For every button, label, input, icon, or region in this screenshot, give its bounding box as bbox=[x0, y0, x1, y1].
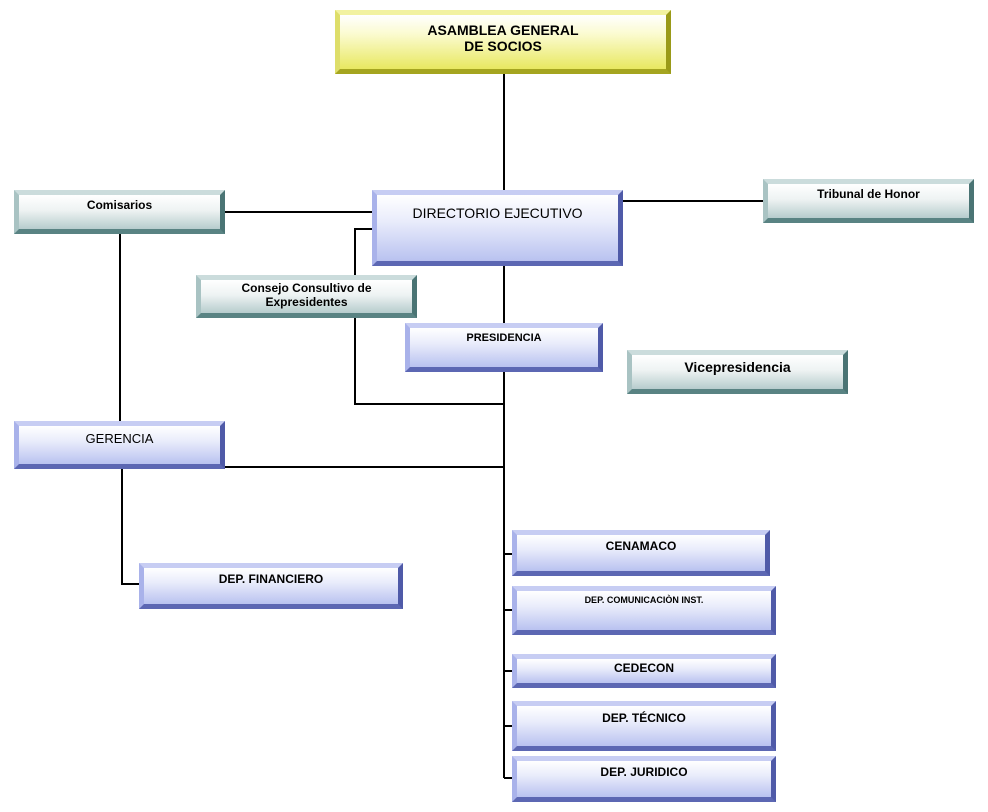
dep-financiero-box: DEP. FINANCIERO bbox=[139, 563, 403, 609]
cedecon-box: CEDECON bbox=[512, 654, 776, 688]
asamblea-general-box: ASAMBLEA GENERAL DE SOCIOS bbox=[335, 10, 671, 74]
comisarios-label: Comisarios bbox=[86, 198, 153, 212]
vicepresidencia-label: Vicepresidencia bbox=[684, 359, 791, 375]
vicepresidencia-box: Vicepresidencia bbox=[627, 350, 848, 394]
dep-tecnico-box: DEP. TÉCNICO bbox=[512, 701, 776, 751]
directorio-ejecutivo-box: DIRECTORIO EJECUTIVO bbox=[372, 190, 623, 266]
gerencia-box: GERENCIA bbox=[14, 421, 225, 469]
dep-juridico-label: DEP. JURIDICO bbox=[600, 765, 688, 779]
presidencia-label: PRESIDENCIA bbox=[466, 332, 542, 344]
consejo-consultivo-box: Consejo Consultivo de Expresidentes bbox=[196, 275, 417, 318]
dep-financiero-label: DEP. FINANCIERO bbox=[218, 572, 324, 586]
tribunal-de-honor-label: Tribunal de Honor bbox=[817, 187, 920, 201]
dep-comunicacion-box: DEP. COMUNICACIÒN INST. bbox=[512, 586, 776, 635]
tribunal-de-honor-box: Tribunal de Honor bbox=[763, 179, 974, 223]
connector-gerencia-financiero bbox=[121, 467, 142, 585]
dep-tecnico-label: DEP. TÉCNICO bbox=[602, 711, 686, 725]
dep-comunicacion-label: DEP. COMUNICACIÒN INST. bbox=[584, 595, 704, 605]
gerencia-label: GERENCIA bbox=[85, 431, 154, 446]
cedecon-label: CEDECON bbox=[613, 661, 674, 675]
comisarios-box: Comisarios bbox=[14, 190, 225, 234]
directorio-ejecutivo-label: DIRECTORIO EJECUTIVO bbox=[412, 205, 583, 221]
dep-juridico-box: DEP. JURIDICO bbox=[512, 756, 776, 802]
asamblea-general-label: ASAMBLEA GENERAL DE SOCIOS bbox=[427, 22, 579, 55]
cenamaco-label: CENAMACO bbox=[605, 539, 677, 553]
cenamaco-box: CENAMACO bbox=[512, 530, 770, 576]
consejo-consultivo-label: Consejo Consultivo de Expresidentes bbox=[241, 281, 372, 309]
presidencia-box: PRESIDENCIA bbox=[405, 323, 603, 372]
